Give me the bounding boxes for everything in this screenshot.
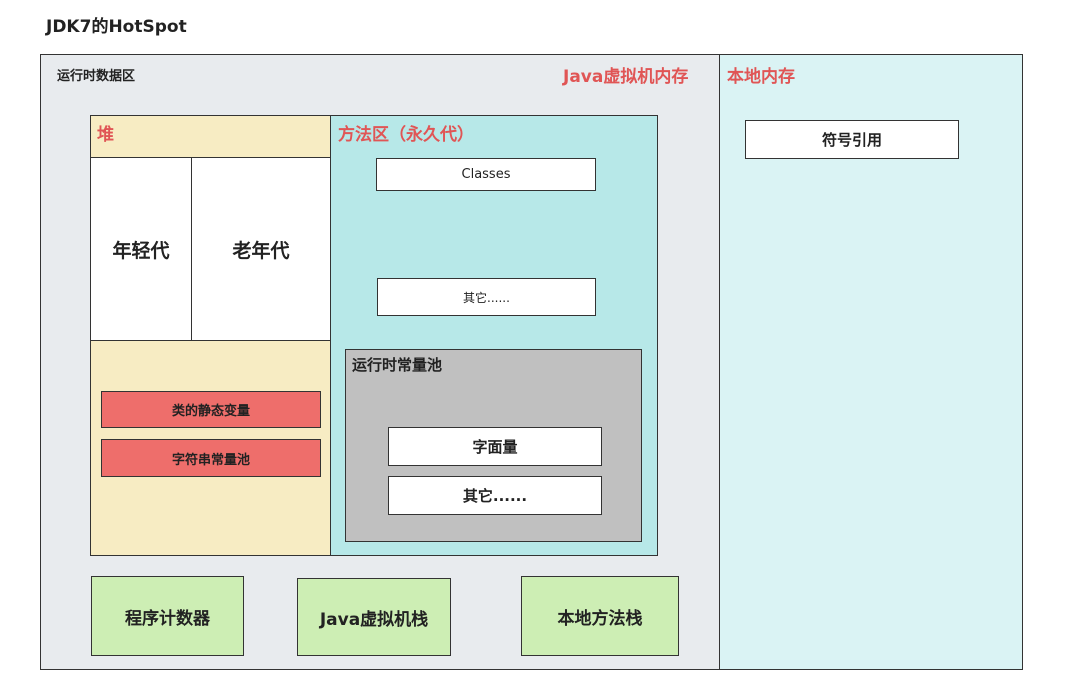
native-method-stack-box: 本地方法栈 — [521, 576, 679, 656]
runtime-constant-pool-label: 运行时常量池 — [352, 356, 443, 374]
method-area-label: 方法区（永久代） — [338, 125, 474, 145]
young-generation-box: 年轻代 — [90, 157, 192, 341]
class-static-variables-box: 类的静态变量 — [101, 391, 321, 428]
jvm-stack-box: Java虚拟机栈 — [297, 578, 451, 656]
native-memory-label: 本地内存 — [727, 67, 795, 87]
method-area-others-box: 其它...... — [377, 278, 596, 316]
heap-label: 堆 — [97, 125, 114, 145]
runtime-data-area-label: 运行时数据区 — [57, 69, 136, 84]
old-generation-box: 老年代 — [191, 157, 331, 341]
literals-box: 字面量 — [388, 427, 602, 466]
constant-pool-others-box: 其它...... — [388, 476, 602, 515]
symbol-reference-box: 符号引用 — [745, 120, 959, 159]
program-counter-box: 程序计数器 — [91, 576, 244, 656]
page-title: JDK7的HotSpot — [46, 17, 187, 37]
string-constant-pool-box: 字符串常量池 — [101, 439, 321, 477]
jvm-memory-label: Java虚拟机内存 — [563, 67, 689, 87]
classes-box: Classes — [376, 158, 596, 191]
